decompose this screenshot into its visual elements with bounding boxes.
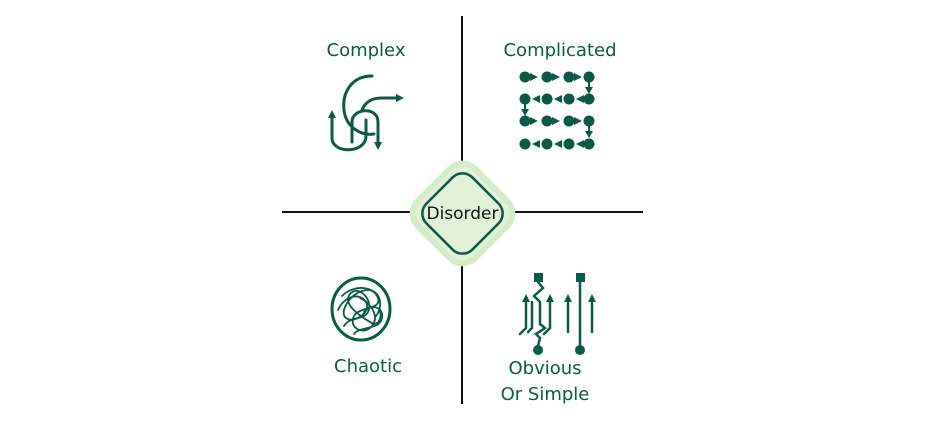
chaotic-label: Chaotic bbox=[334, 356, 402, 377]
tangled-arrows-icon bbox=[328, 74, 404, 152]
diamond-shape bbox=[409, 160, 516, 267]
snake-grid-icon bbox=[519, 71, 595, 150]
obvious-label-line1: Obvious bbox=[508, 358, 582, 379]
complex-label: Complex bbox=[326, 40, 406, 61]
obvious-label: Obvious Or Simple bbox=[480, 356, 610, 408]
disorder-label: Disorder bbox=[426, 203, 499, 224]
parallel-arrows-icon bbox=[518, 273, 596, 355]
obvious-label-line2: Or Simple bbox=[500, 384, 590, 405]
scribble-circle-icon bbox=[330, 276, 392, 342]
disorder-node: Disorder bbox=[399, 150, 526, 277]
complicated-label: Complicated bbox=[503, 40, 617, 61]
